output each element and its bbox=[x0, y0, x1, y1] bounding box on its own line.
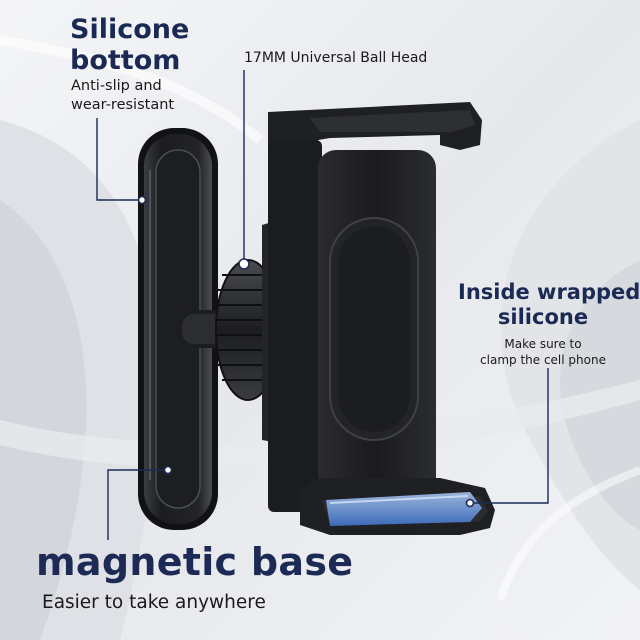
magnetic-base-dot bbox=[163, 465, 173, 475]
inside-wrapped-subtitle: Make sure to clamp the cell phone bbox=[478, 336, 608, 368]
silicone-bottom-sub-line1: Anti-slip and bbox=[71, 78, 162, 94]
inside-wrapped-sub-line2: clamp the cell phone bbox=[480, 353, 606, 367]
silicone-bottom-leader bbox=[96, 118, 142, 201]
clamp-body bbox=[268, 102, 495, 535]
ball-head-dot bbox=[238, 258, 250, 270]
magnetic-base-title: magnetic base bbox=[36, 540, 354, 584]
inside-wrapped-title: Inside wrapped silicone bbox=[458, 280, 640, 330]
inside-wrapped-dot bbox=[465, 498, 475, 508]
inside-wrapped-title-line1: Inside wrapped bbox=[458, 280, 640, 304]
silicone-bottom-subtitle: Anti-slip and wear-resistant bbox=[71, 77, 174, 115]
silicone-bottom-title: Silicone bottom bbox=[70, 14, 189, 76]
silicone-bottom-sub-line2: wear-resistant bbox=[71, 97, 175, 113]
ball-head-label: 17MM Universal Ball Head bbox=[244, 50, 428, 66]
inside-wrapped-sub-line1: Make sure to bbox=[504, 337, 582, 351]
inside-wrapped-leader bbox=[470, 368, 549, 504]
magnetic-base-subtitle: Easier to take anywhere bbox=[42, 592, 266, 613]
silicone-bottom-title-line1: Silicone bbox=[70, 14, 190, 45]
silicone-bottom-dot bbox=[137, 195, 147, 205]
silicone-bottom-title-line2: bottom bbox=[70, 45, 181, 76]
silicone-pad bbox=[326, 492, 482, 526]
inside-wrapped-title-line2: silicone bbox=[497, 305, 589, 329]
magnetic-base-leader bbox=[107, 469, 168, 540]
